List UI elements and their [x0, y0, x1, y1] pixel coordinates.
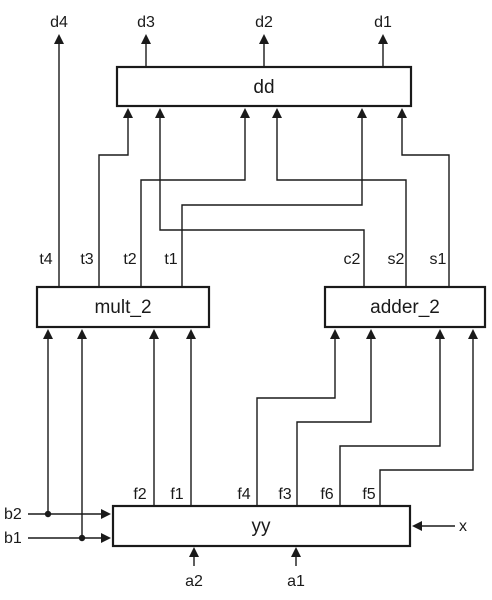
wire-d1 [378, 34, 388, 67]
label-d1: d1 [374, 14, 392, 31]
wire-b1 [28, 329, 111, 543]
wire-t1 [181, 108, 367, 287]
wire-a2 [189, 547, 199, 566]
wire-t3 [98, 108, 133, 287]
wire-f5 [379, 329, 478, 506]
label-d2: d2 [255, 14, 273, 31]
wire-x [412, 521, 455, 531]
label-c2: c2 [344, 251, 361, 268]
wire-s2 [272, 108, 407, 287]
block-adder-2-label: adder_2 [370, 297, 440, 318]
wire-a1 [291, 547, 301, 566]
label-f1: f1 [170, 486, 183, 503]
wire-s1 [397, 108, 450, 287]
wire-d3 [141, 34, 151, 67]
label-d3: d3 [137, 14, 155, 31]
wire-f3 [296, 329, 376, 506]
label-f3: f3 [278, 486, 291, 503]
wire-f6 [339, 329, 445, 506]
block-mult-2: mult_2 [35, 285, 211, 329]
block-mult-2-label: mult_2 [94, 297, 151, 318]
label-a2: a2 [185, 573, 203, 590]
wire-d2 [259, 34, 269, 67]
wire-t4-d4 [54, 34, 64, 287]
wire-f4 [256, 329, 340, 506]
label-f5: f5 [362, 486, 375, 503]
label-f4: f4 [237, 486, 250, 503]
block-dd: dd [115, 65, 413, 108]
label-b2: b2 [4, 506, 22, 523]
label-f6: f6 [320, 486, 333, 503]
wire-t2 [140, 108, 250, 287]
label-s1: s1 [430, 251, 447, 268]
label-b1: b1 [4, 530, 22, 547]
label-x: x [459, 518, 467, 535]
label-f2: f2 [133, 486, 146, 503]
label-s2: s2 [388, 251, 405, 268]
label-t4: t4 [39, 251, 52, 268]
block-adder-2: adder_2 [323, 285, 487, 329]
wire-b2 [28, 329, 111, 519]
wire-c2 [155, 108, 365, 287]
label-t1: t1 [164, 251, 177, 268]
block-yy-label: yy [252, 516, 272, 537]
label-d4: d4 [50, 14, 68, 31]
label-a1: a1 [287, 573, 305, 590]
wire-f2 [149, 329, 159, 506]
block-dd-label: dd [253, 77, 274, 98]
label-t2: t2 [123, 251, 136, 268]
label-t3: t3 [80, 251, 93, 268]
wire-f1 [186, 329, 196, 506]
block-yy: yy [111, 504, 412, 548]
